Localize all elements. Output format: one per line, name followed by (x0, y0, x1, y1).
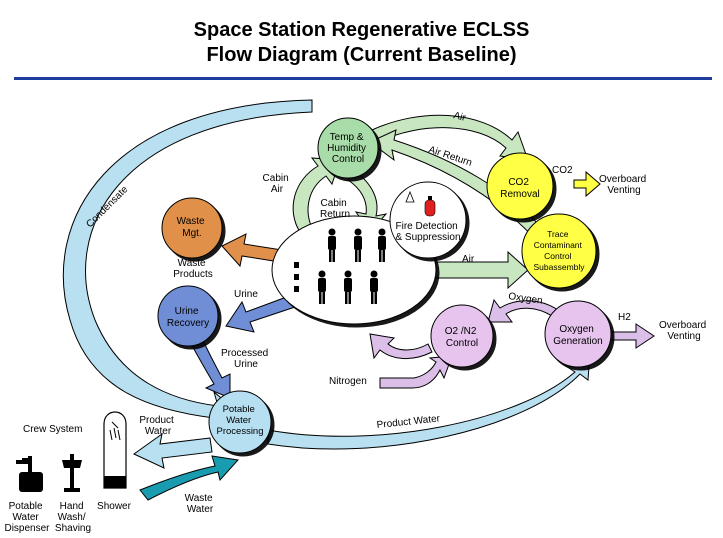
air-mid-label: Air (462, 254, 475, 265)
product-water-to-crew-arrow (133, 432, 213, 469)
waste-products-label: Waste Products (173, 258, 212, 280)
urine-recovery-label: Urine Recovery (167, 306, 209, 329)
processed-urine-label: Processed Urine (221, 348, 271, 370)
air-top-label: Air (452, 110, 467, 124)
trace-contaminant-node (521, 213, 597, 289)
o2-n2-control-node (430, 304, 494, 368)
fire-extinguisher-icon (405, 190, 436, 217)
overboard-venting-2: Overboard Venting (659, 320, 709, 342)
o2-to-cabin-arrow (369, 333, 433, 360)
water-processing-node (208, 390, 272, 454)
title-line-1: Space Station Regenerative ECLSS (193, 19, 530, 41)
hand-wash-icon (62, 454, 82, 492)
temp-humidity-node (317, 117, 379, 179)
potable-water-dispenser-icon (16, 456, 43, 492)
o2-n2-control-label: O2 /N2 Control (445, 326, 479, 349)
product-water-arrow (267, 351, 591, 450)
nitrogen-arrow (379, 355, 453, 389)
temp-humidity-label: Temp & Humidity Control (327, 132, 369, 165)
fire-detection-node (389, 181, 467, 259)
water-processing-label: Potable Water Processing (217, 404, 264, 437)
crew-system-label: Crew System (23, 424, 82, 435)
processed-urine-arrow (189, 337, 231, 399)
air-mid-arrow (429, 250, 529, 290)
oxygen-flow-label: Oxygen (508, 291, 544, 307)
waste-water-arrow (139, 455, 239, 501)
waste-mgt-node (161, 197, 223, 259)
crew-cabin (271, 215, 437, 325)
co2-removal-label: CO2 Removal (500, 177, 539, 200)
h2-label: H2 (618, 312, 631, 323)
potable-dispenser-label: Potable Water Dispenser (4, 501, 50, 534)
co2-removal-node (486, 152, 554, 220)
crew-figures-icon (294, 228, 386, 304)
overboard-venting-1: Overboard Venting (599, 174, 649, 196)
oxygen-arrow (487, 298, 559, 323)
shower-label: Shower (97, 501, 132, 512)
urine-label: Urine (234, 289, 258, 300)
shower-icon (103, 411, 127, 489)
urine-recovery-node (157, 285, 219, 347)
title-line-2: Flow Diagram (Current Baseline) (206, 44, 517, 66)
oxygen-generation-label: Oxygen Generation (553, 324, 602, 347)
nitrogen-label: Nitrogen (329, 376, 367, 387)
cabin-return-label: Cabin Return (320, 198, 350, 220)
co2-flow-label: CO2 (552, 165, 573, 176)
waste-water-label: Waste Water (185, 493, 216, 515)
co2-overboard-arrow (573, 170, 601, 198)
hand-wash-label: Hand Wash/ Shaving (55, 501, 91, 534)
trace-contaminant-label: Trace Contaminant Control Subassembly (533, 229, 585, 272)
cabin-air-label: Cabin Air (263, 173, 292, 195)
product-water-left-label: Product Water (139, 415, 176, 437)
title-rule (14, 77, 712, 80)
waste-mgt-label: Waste Mgt. (177, 216, 208, 239)
diagram-title: Space Station Regenerative ECLSS Flow Di… (0, 18, 723, 68)
fire-label: Fire Detection & Suppression (395, 221, 460, 243)
oxygen-generation-node (544, 300, 612, 368)
h2-arrow (609, 323, 655, 349)
